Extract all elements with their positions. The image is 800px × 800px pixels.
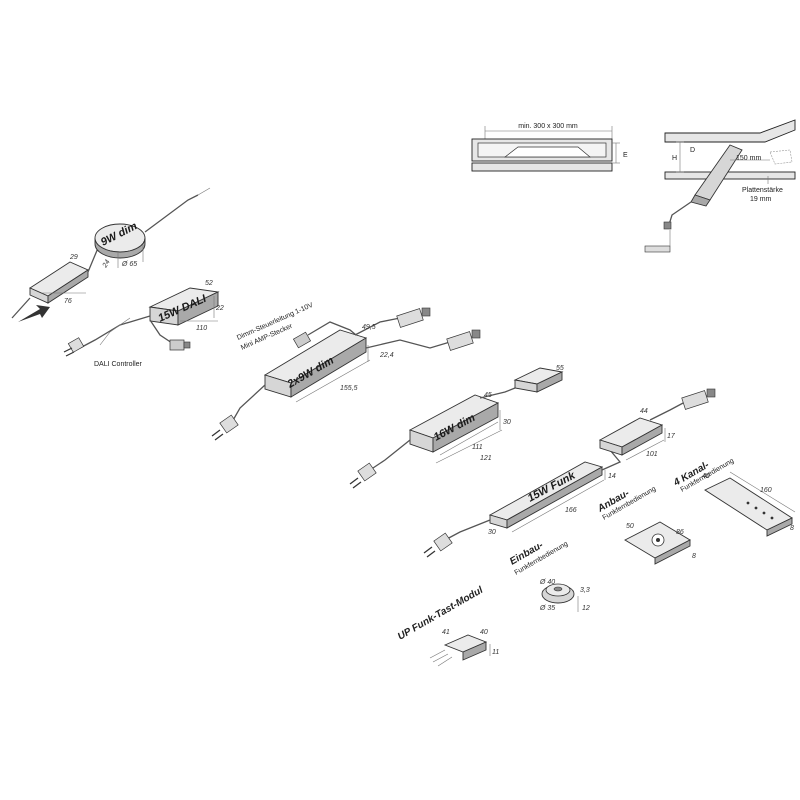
plate-cutout-diagram: min. 300 x 300 mm E: [471, 123, 628, 172]
dali-caption: DALI Controller: [94, 361, 143, 368]
dim-label: 41: [442, 629, 450, 636]
dim-label: 17: [667, 433, 676, 440]
h-dim-label: H: [672, 155, 677, 162]
plate-size-label: min. 300 x 300 mm: [518, 123, 578, 130]
dim-label: 110: [196, 325, 207, 332]
dim-label: 49,5: [362, 324, 376, 331]
16w-dim-driver: 16W dim 55 45 30 111 121: [349, 365, 564, 489]
dim-label: 30: [503, 419, 511, 426]
dim-label: 45: [484, 392, 492, 399]
dim-label: 50: [626, 523, 634, 530]
length-label: 150 mm: [736, 155, 761, 162]
dim-label: 160: [760, 487, 772, 494]
dim-label: 11: [492, 649, 499, 656]
d-dim-label: D: [690, 147, 695, 154]
dim-label: 121: [480, 455, 492, 462]
e-dim-label: E: [623, 152, 628, 159]
dim-label: 44: [640, 408, 648, 415]
dim-label: Ø 40: [539, 579, 555, 586]
dim-label: 76: [64, 298, 72, 305]
dim-label: 3,3: [580, 587, 590, 594]
thickness-label: Plattenstärke: [742, 187, 783, 194]
dim-label: 12: [582, 605, 590, 612]
dim-label: Ø 35: [539, 605, 555, 612]
dim-label: 55: [556, 365, 564, 372]
dim-label: 14: [608, 473, 616, 480]
receiver-module: 44 17 101: [598, 388, 716, 461]
thickness-value: 19 mm: [750, 196, 772, 203]
dim-label: 22,4: [379, 352, 394, 359]
dim-label: 166: [565, 507, 577, 514]
dim-label: 30: [488, 529, 496, 536]
dim-label: 111: [472, 444, 483, 451]
dim-label: 101: [646, 451, 658, 458]
mounting-section-diagram: H D 150 mm Plattenstärke 19 mm: [644, 119, 796, 253]
dim-label: 29: [69, 254, 78, 261]
4-channel-remote: 4 Kanal- Funkfernbedienung 40 160 8: [671, 457, 796, 537]
9w-dim-driver: 9W dim 29 24 Ø 65 76: [11, 187, 211, 322]
surface-remote: Anbau- Funkfernbedienung 50 86 8: [595, 485, 696, 565]
15w-dali-driver: 15W DALI DALI Controller 52 22 110: [63, 280, 224, 368]
dim-label: 40: [702, 473, 710, 480]
dim-label: 8: [790, 525, 794, 532]
dim-label: 24: [101, 259, 112, 270]
dim-label: 155,5: [340, 385, 358, 392]
15w-funk-driver: 15W Funk 14 166 30: [423, 439, 622, 558]
built-in-remote: Einbau- Funkfernbedienung Ø 40 3,3 Ø 35 …: [508, 539, 590, 612]
arrow-icon: [18, 305, 50, 322]
module-title: UP Funk-Tast-Modul: [396, 585, 485, 643]
up-radio-module: UP Funk-Tast-Modul 41 40 11: [396, 585, 499, 667]
dim-label: 40: [480, 629, 488, 636]
dim-label: 52: [205, 280, 213, 287]
dim-label: 8: [692, 553, 696, 560]
dim-label: Ø 65: [121, 261, 137, 268]
dim-label: 22: [215, 305, 224, 312]
dim-label: 86: [676, 529, 684, 536]
